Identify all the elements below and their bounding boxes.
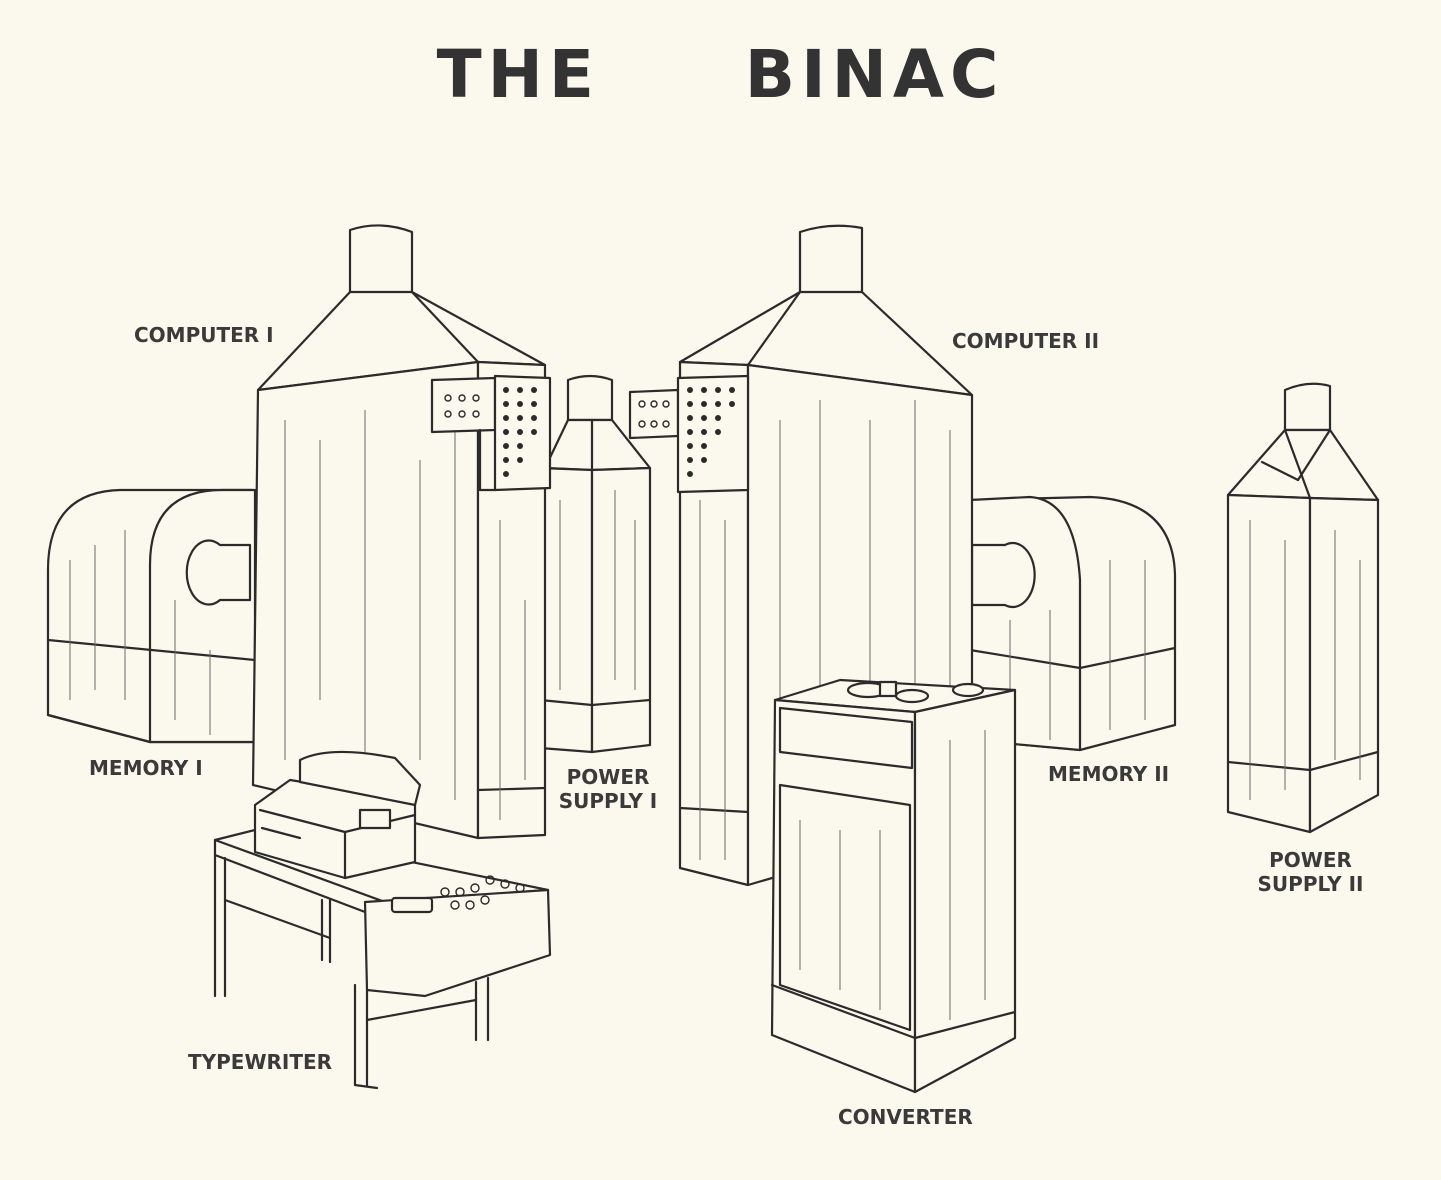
typewriter-machine [253,750,422,880]
computer-1-cabinet [251,224,552,840]
label-typewriter: TYPEWRITER [188,1050,333,1074]
typewriter-desk [213,750,552,1090]
page-title: THE BINAC [436,36,1005,113]
label-memory-2: MEMORY II [1048,762,1170,786]
computer-2-connector-dots [687,387,735,477]
typewriter-console-buttons [390,875,525,914]
label-power-supply-1-line1: POWER [566,765,650,789]
label-power-supply-2-line1: POWER [1269,848,1352,872]
label-power-supply-2-line2: SUPPLY II [1257,872,1364,896]
computer-2-connector-holes [638,400,670,428]
power-supply-1-cabinet [538,374,652,754]
label-power-supply-1-line2: SUPPLY I [558,789,658,813]
label-computer-2: COMPUTER II [952,329,1100,353]
computer-1-connector-holes [444,394,480,418]
label-converter: CONVERTER [838,1105,973,1129]
label-memory-1: MEMORY I [89,756,203,780]
label-power-supply-2: POWER SUPPLY II [1248,848,1373,896]
memory-2-drum-unit [968,495,1177,752]
converter-unit [770,678,1017,1094]
computer-1-connector-dots [503,387,537,477]
label-computer-1: COMPUTER I [134,323,274,347]
power-supply-2-cabinet [1226,382,1380,834]
memory-1-drum-unit [46,488,257,744]
converter-tape-reels [846,680,985,704]
label-power-supply-1: POWER SUPPLY I [548,765,668,813]
